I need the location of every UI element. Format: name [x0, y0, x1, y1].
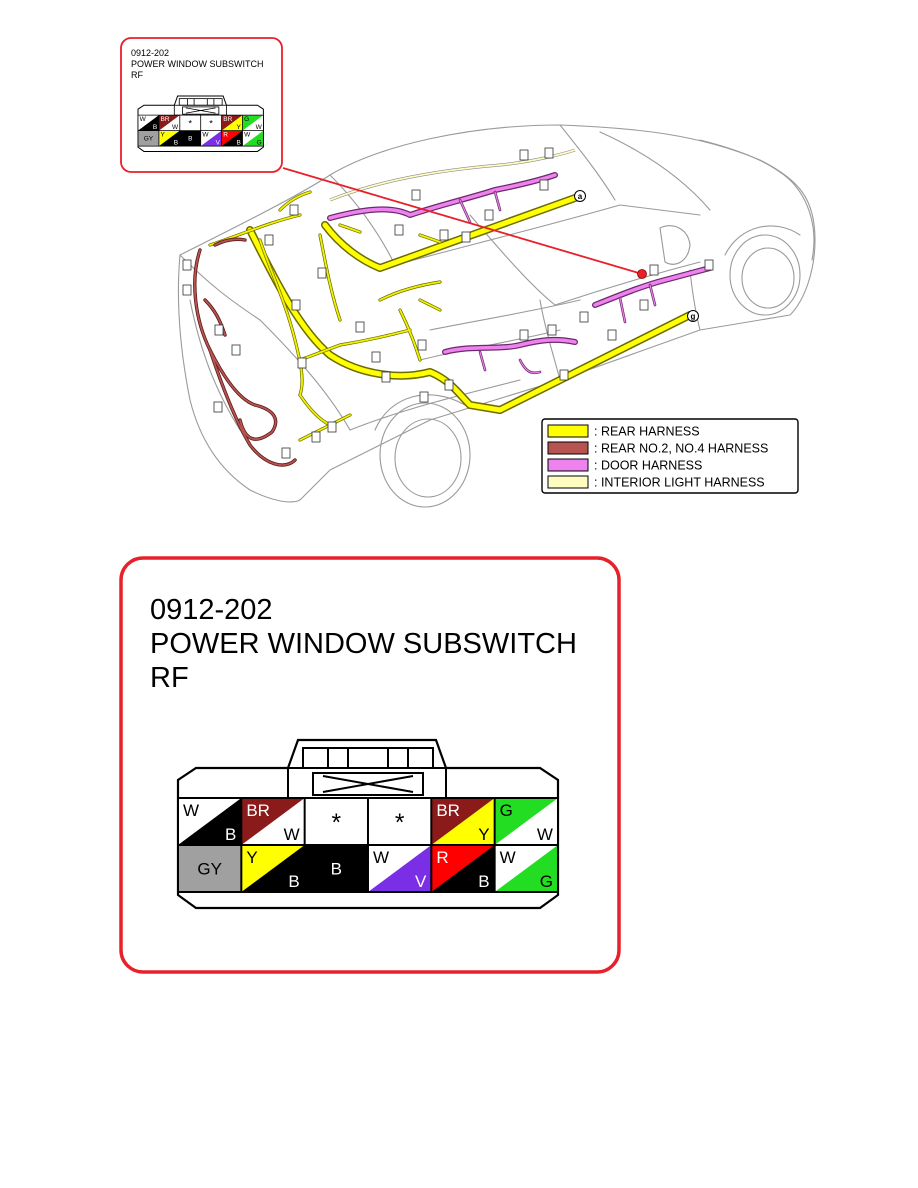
- harness-connectors: [182, 147, 714, 459]
- connector-pin: WB: [138, 115, 159, 131]
- pin-wire-color-bottom: Y: [237, 124, 242, 131]
- connector-pin: WV: [367, 845, 432, 892]
- connector-pin: WB: [178, 798, 242, 845]
- pin-wire-color-top: W: [183, 801, 199, 820]
- connector-pin: YB: [158, 130, 180, 147]
- pin-wire-color-bottom: V: [415, 872, 427, 891]
- pin-wire-color-bottom: W: [172, 124, 179, 131]
- legend-label: : REAR NO.2, NO.4 HARNESS: [594, 442, 768, 456]
- legend-item: : REAR NO.2, NO.4 HARNESS: [547, 441, 768, 456]
- pin-wire-color: GY: [197, 859, 222, 878]
- pin-wire-color-bottom: W: [537, 825, 553, 844]
- pin-wire-color-bottom: B: [153, 124, 157, 131]
- connector-pin: GW: [242, 115, 264, 131]
- callout-leader-line: [282, 167, 643, 275]
- pin-wire-color-bottom: W: [256, 124, 263, 131]
- pin-unused-mark: *: [188, 117, 192, 128]
- pin-wire-color-top: G: [500, 801, 513, 820]
- pin-unused-mark: *: [332, 810, 342, 837]
- legend-label: : DOOR HARNESS: [594, 459, 702, 473]
- pin-wire-color-top: G: [244, 116, 249, 123]
- connector-position: RF: [150, 662, 189, 694]
- connector-pin: BR W: [241, 798, 305, 845]
- pin-wire-color-bottom: V: [216, 140, 221, 147]
- connector-pin: BR Y: [221, 115, 243, 131]
- small-connector-code: 0912-202: [131, 48, 169, 58]
- legend-label: : INTERIOR LIGHT HARNESS: [594, 476, 765, 490]
- pin-wire-color-bottom: B: [174, 140, 178, 147]
- connector-pin: BRW: [158, 115, 180, 131]
- small-connector-name: POWER WINDOW SUBSWITCH: [131, 59, 264, 69]
- pin-wire-color-top: BR: [161, 116, 170, 123]
- connector-pin: GY: [178, 845, 242, 892]
- rear-no2-no4-harness: [193, 237, 297, 467]
- connector-pin: WV: [200, 130, 222, 147]
- connector-pin: B: [179, 130, 201, 147]
- pin-wire-color-bottom: B: [225, 825, 236, 844]
- legend-item: : REAR HARNESS: [547, 424, 700, 439]
- pin-wire-color-top: R: [223, 132, 228, 139]
- pin-unused-mark: *: [395, 810, 405, 837]
- large-callout-box: 0912-202 POWER WINDOW SUBSWITCH RF WBBRW…: [119, 556, 621, 974]
- pin-wire-color-top: W: [140, 116, 147, 123]
- pin-wire-color-bottom: Y: [478, 825, 489, 844]
- pin-wire-color-top: W: [244, 132, 251, 139]
- connector-pin: B: [304, 845, 368, 892]
- pin-wire-color-top: R: [436, 848, 448, 867]
- connector-name: POWER WINDOW SUBSWITCH: [150, 628, 577, 660]
- callout-a: a: [574, 190, 586, 202]
- pin-wire-color-bottom: G: [257, 140, 262, 147]
- pin-wire-color: GY: [144, 136, 154, 143]
- small-callout-box: 0912-202 POWER WINDOW SUBSWITCH RF WBBRW…: [120, 37, 283, 173]
- connector-pin: RB: [221, 130, 243, 147]
- legend-swatch: [547, 424, 589, 438]
- connector-pin: WG: [494, 845, 558, 892]
- pin-wire-color-top: BR: [223, 116, 232, 123]
- callout-a-label: a: [578, 192, 583, 201]
- pin-wire-color-bottom: G: [540, 872, 553, 891]
- legend-item: : INTERIOR LIGHT HARNESS: [547, 475, 765, 490]
- pin-wire-color-bottom: B: [478, 872, 489, 891]
- pin-wire-color: B: [331, 859, 342, 878]
- legend-swatch: [547, 441, 589, 455]
- door-harness: [327, 172, 713, 375]
- pin-wire-color-top: Y: [161, 132, 166, 139]
- pin-wire-color: B: [188, 136, 192, 143]
- connector-pin: *: [200, 115, 222, 131]
- pin-wire-color-bottom: B: [288, 872, 299, 891]
- callout-g-label: g: [691, 312, 696, 321]
- rear-harness: [208, 190, 694, 442]
- legend-item: : DOOR HARNESS: [547, 458, 702, 473]
- connector-pin: GW: [494, 798, 558, 845]
- legend-label: : REAR HARNESS: [594, 425, 700, 439]
- pin-wire-color-top: W: [373, 848, 389, 867]
- callout-g: g: [687, 310, 699, 322]
- connector-pin: GY: [138, 130, 159, 147]
- connector-pin: *: [367, 798, 432, 845]
- connector-pin: BR Y: [431, 798, 495, 845]
- connector-pin: RB: [431, 845, 495, 892]
- small-connector-position: RF: [131, 70, 143, 80]
- pin-wire-color-top: W: [500, 848, 516, 867]
- connector-pin: *: [304, 798, 368, 845]
- pin-wire-color-top: W: [202, 132, 209, 139]
- connector-pin: *: [179, 115, 201, 131]
- connector-code: 0912-202: [150, 594, 273, 626]
- connector-location-marker: [637, 269, 647, 279]
- pin-wire-color-top: Y: [246, 848, 257, 867]
- connector-pin: WG: [242, 130, 264, 147]
- pin-wire-color-bottom: W: [284, 825, 300, 844]
- legend-swatch: [547, 475, 589, 489]
- connector-pin: YB: [241, 845, 305, 892]
- pin-wire-color-bottom: B: [237, 140, 241, 147]
- legend-swatch: [547, 458, 589, 472]
- pin-wire-color-top: BR: [436, 801, 460, 820]
- pin-wire-color-top: BR: [246, 801, 270, 820]
- harness-legend: : REAR HARNESS : REAR NO.2, NO.4 HARNESS:…: [541, 418, 799, 494]
- pin-unused-mark: *: [209, 117, 213, 128]
